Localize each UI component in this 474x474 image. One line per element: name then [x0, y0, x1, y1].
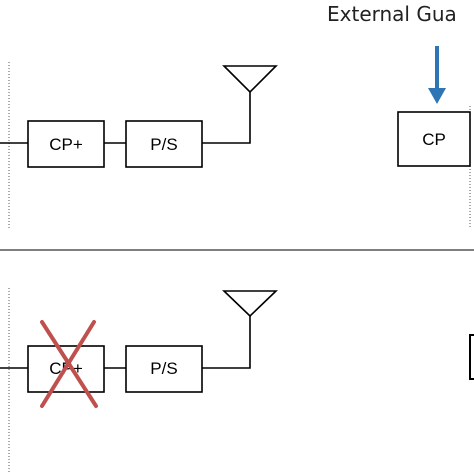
- bottom-antenna-icon: [222, 290, 278, 318]
- top-panel: CP+ P/S CP: [0, 62, 471, 228]
- bottom-ps-block: P/S: [125, 345, 203, 393]
- top-antenna-feed: [202, 90, 251, 144]
- top-cp-plus-block: CP+: [27, 120, 105, 168]
- external-guard-label: External Gua: [327, 2, 457, 26]
- top-ps-label: P/S: [150, 135, 177, 154]
- bottom-panel: CP+ P/S: [0, 288, 474, 474]
- top-antenna-icon: [222, 65, 278, 94]
- top-cp-label: CP: [422, 130, 446, 149]
- bottom-right-block-edge: [469, 334, 474, 380]
- top-cp-plus-label: CP+: [49, 135, 83, 154]
- bottom-ps-label: P/S: [150, 359, 177, 378]
- top-ps-block: P/S: [125, 120, 203, 168]
- cross-out-icon: [40, 320, 98, 408]
- top-cp-block: CP: [397, 111, 471, 167]
- bottom-antenna-feed: [202, 314, 251, 369]
- down-arrow-icon: [428, 46, 446, 104]
